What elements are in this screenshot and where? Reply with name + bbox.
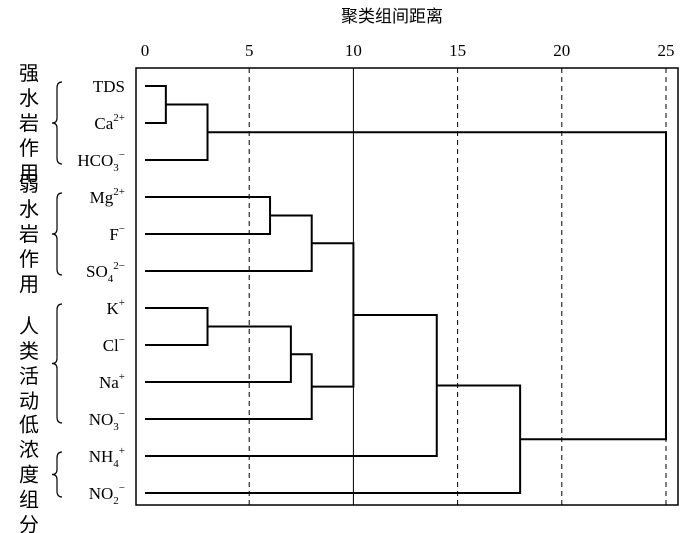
group-label-char: 活 xyxy=(19,364,39,388)
merge-link xyxy=(145,325,292,383)
group-label-char: 动 xyxy=(19,389,39,413)
group-label-char: 浓 xyxy=(19,438,39,462)
group-label-char: 水 xyxy=(19,86,39,110)
x-tick-label: 25 xyxy=(658,41,675,60)
merge-link xyxy=(311,242,355,388)
group-brace xyxy=(51,303,63,424)
merge-link xyxy=(145,103,209,161)
merge-link xyxy=(145,353,313,420)
group-brace xyxy=(51,192,63,276)
chart-title: 聚类组间距离 xyxy=(341,7,443,27)
group-label-char: 用 xyxy=(19,272,39,296)
merge-link xyxy=(145,307,209,346)
plot-frame xyxy=(135,67,679,506)
leaf-label: NH4+ xyxy=(89,445,125,470)
x-tick-labels: 0 5 10 15 20 25 xyxy=(141,41,675,60)
group-label-char: 类 xyxy=(19,339,39,363)
leaf-label: HCO3− xyxy=(77,149,125,174)
leaf-label: K+ xyxy=(107,297,126,318)
dendrogram-links xyxy=(145,85,667,494)
group-brace xyxy=(51,451,63,498)
leaf-label: NO2− xyxy=(89,482,125,507)
leaf-label: Mg2+ xyxy=(90,186,125,207)
group-label-char: 分 xyxy=(19,513,39,533)
x-tick-label: 20 xyxy=(553,41,570,60)
merge-link xyxy=(207,131,667,441)
group-label-char: 用 xyxy=(19,161,39,185)
merge-link xyxy=(145,384,522,494)
group-label-char: 水 xyxy=(19,197,39,221)
merge-link xyxy=(145,85,167,124)
x-tick-label: 10 xyxy=(345,41,362,60)
group-label-char: 度 xyxy=(19,463,39,487)
group-label-char: 人 xyxy=(19,314,39,338)
group-label-char: 组 xyxy=(19,488,39,512)
x-tick-label: 0 xyxy=(141,41,150,60)
group-brace xyxy=(51,81,63,165)
leaf-labels: TDS Ca2+ HCO3− Mg2+ F− SO42− K+ Cl− Na+ NO3− NH4+ N… xyxy=(77,77,125,507)
group-label-char: 岩 xyxy=(19,222,39,246)
merge-link xyxy=(145,196,272,235)
leaf-label: TDS xyxy=(93,77,125,96)
leaf-label: SO42− xyxy=(86,260,125,285)
group-label-char: 弱 xyxy=(19,172,39,196)
leaf-label: Na+ xyxy=(99,371,125,392)
leaf-label: NO3− xyxy=(89,408,125,433)
group-label-char: 作 xyxy=(19,247,39,271)
group-label-char: 强 xyxy=(19,61,39,85)
leaf-label: Cl− xyxy=(103,334,125,355)
x-tick-label: 5 xyxy=(245,41,254,60)
leaf-label: Ca2+ xyxy=(94,112,125,133)
group-label-char: 低 xyxy=(19,413,39,437)
group-label-char: 作 xyxy=(19,136,39,160)
x-tick-label: 15 xyxy=(449,41,466,60)
merge-link xyxy=(145,214,313,272)
leaf-label: F− xyxy=(109,223,125,244)
group-label-char: 岩 xyxy=(19,111,39,135)
